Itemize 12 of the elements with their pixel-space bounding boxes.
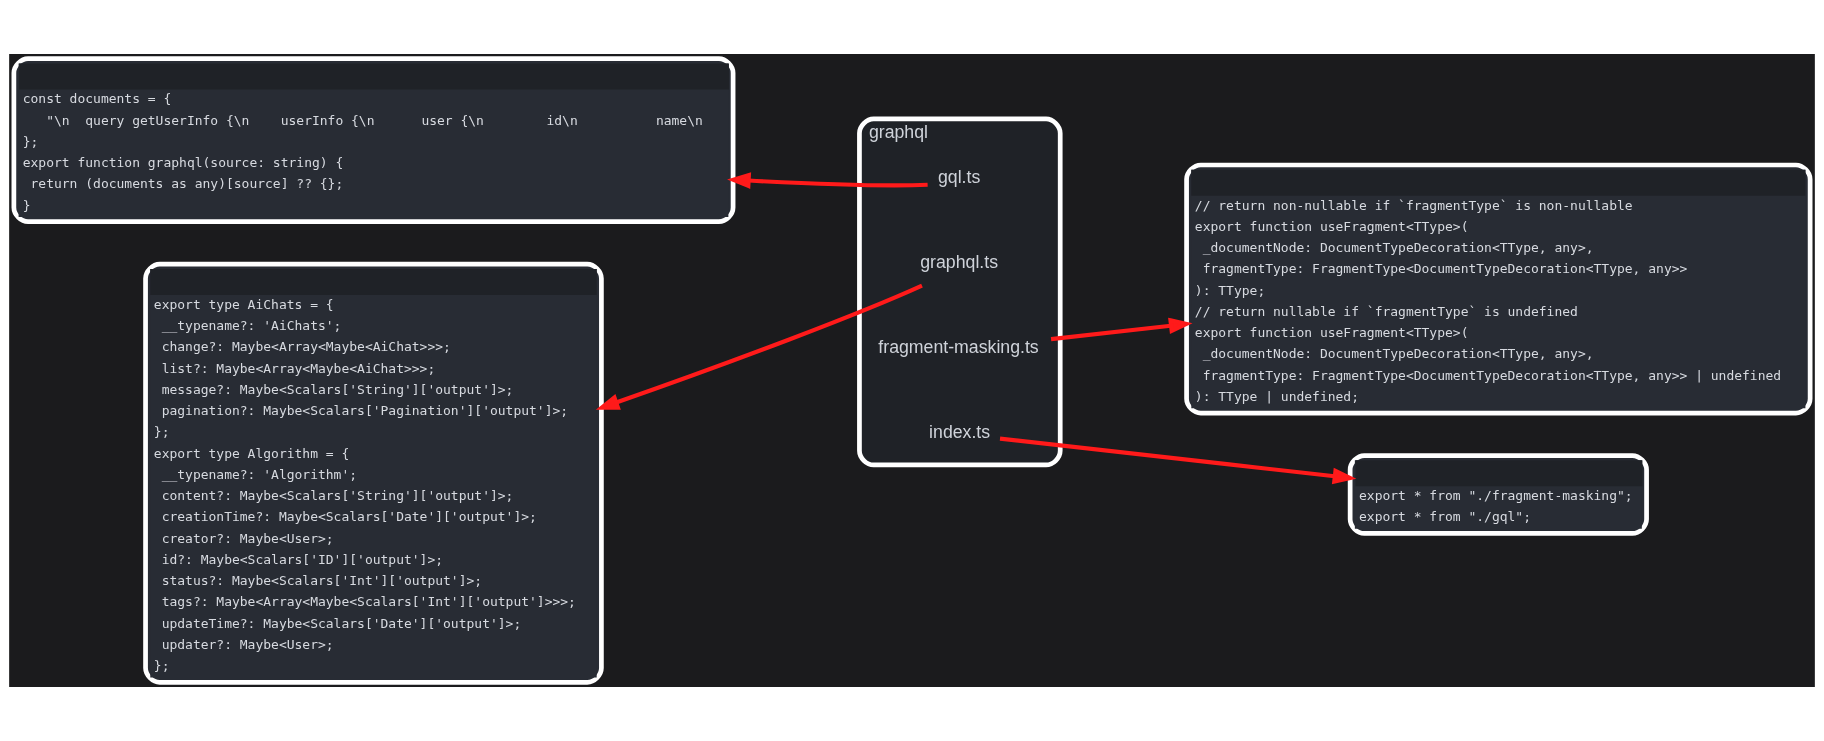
node-text: index.ts [929, 422, 991, 443]
node-box: const documents = { "\n query getUserInfo {\n userInfo {\n user {\n id\n name\n }; export function graphql(source: string) { return (documents as any)[source] ?? {}; } [11, 56, 736, 225]
arrow [999, 436, 1357, 485]
node-box: // return non-nullable if `fragmentType` is non-nullable export function useFragment<TType>( _documentNode: DocumentTypeDecoration<TType, any>, fragmentType: FragmentType<DocumentTypeDecoration<TType, any>> ): TType; // return nullable if `fragmentType` is undefined export function useFragment<TType>( _documentNode: DocumentTypeDecoration<TType, any>, fragmentType: FragmentType<DocumentTypeDecoration<TType, any>> | undefined ): TType | undefined; [1184, 162, 1813, 416]
node-box: export type AiChats = { __typename?: 'AiChats'; change?: Maybe<Array<Maybe<AiChat>>>; list?: Maybe<Array<Maybe<AiChat>>>; message?: Maybe<Scalars['String']['output']>; pagination?: Maybe<Scalars['Pagination']['output']>; }; export type Algorithm = { __typename?: 'Algorithm'; content?: Maybe<Scalars['String']['output']>; creationTime?: Maybe<Scalars['Date']['output']>; creator?: Maybe<User>; id?: Maybe<Scalars['ID']['output']>; status?: Maybe<Scalars['Int']['output']>; tags?: Maybe<Array<Maybe<Scalars['Int']['output']>>>; updateTime?: Maybe<Scalars['Date']['output']>; updater?: Maybe<User>; }; [143, 261, 604, 685]
node-text: fragment-masking.ts [878, 337, 1039, 358]
node-box: export * from "./fragment-masking"; export * from "./gql"; [1347, 453, 1649, 536]
node-text: gql.ts [937, 167, 981, 188]
arrow [727, 172, 928, 189]
node-text: graphql.ts [920, 252, 999, 273]
arrow [595, 283, 923, 410]
arrow [1050, 317, 1193, 342]
